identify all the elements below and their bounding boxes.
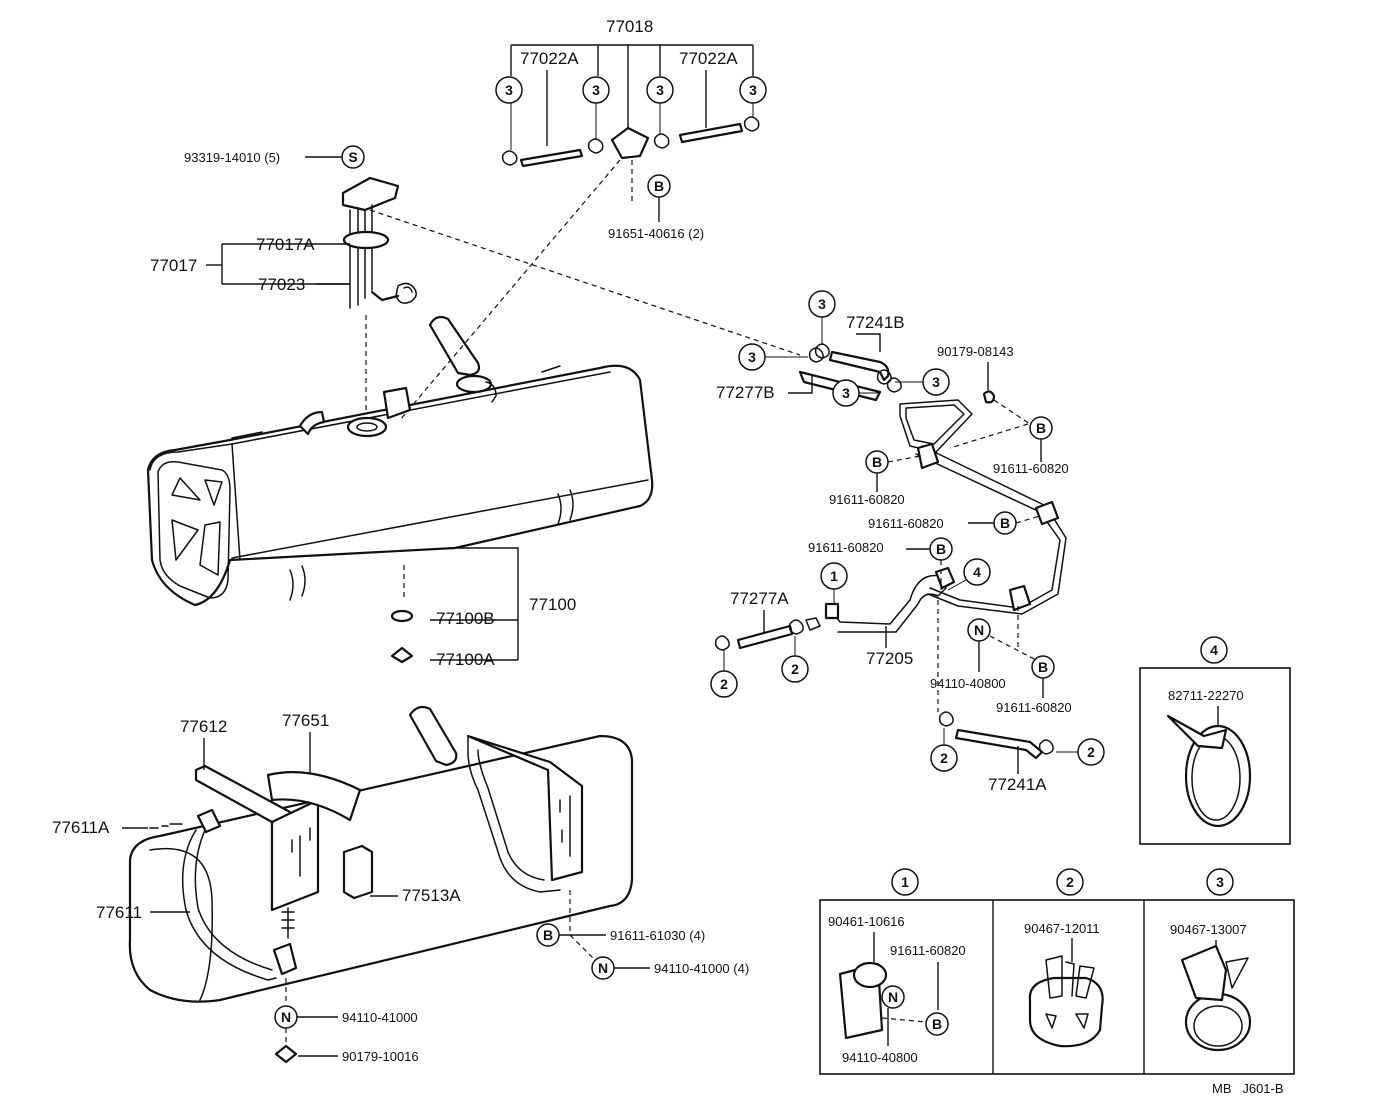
label-77100b: 77100B <box>436 609 495 628</box>
label-90179-10016: 90179-10016 <box>342 1049 419 1064</box>
svg-text:2: 2 <box>940 750 948 766</box>
fuel-tank-brackets <box>128 705 634 1003</box>
label-93319: 93319-14010 (5) <box>184 150 280 165</box>
label-91611-60820-a: 91611-60820 <box>993 461 1069 476</box>
svg-text:4: 4 <box>1210 642 1218 658</box>
fuel-sender-gauge: 93319-14010 (5) S 77017A 77017 77023 <box>150 145 417 420</box>
svg-text:N: N <box>598 960 608 976</box>
label-77017a: 77017A <box>256 235 315 254</box>
svg-text:B: B <box>932 1016 942 1032</box>
svg-text:N: N <box>888 989 898 1005</box>
circle-3-c <box>646 76 674 104</box>
label-77241a: 77241A <box>988 775 1047 794</box>
label-77277b: 77277B <box>716 383 775 402</box>
label-77612: 77612 <box>180 717 227 736</box>
label-77513a: 77513A <box>402 886 461 905</box>
svg-text:3: 3 <box>818 296 826 312</box>
label-91651: 91651-40616 (2) <box>608 226 704 241</box>
detail-box-4: 4 82711-22270 <box>1139 636 1291 845</box>
label-94110-40800: 94110-40800 <box>930 676 1006 691</box>
label-77100: 77100 <box>529 595 576 614</box>
label-90461-10616: 90461-10616 <box>828 914 905 929</box>
label-90467-13007: 90467-13007 <box>1170 922 1247 937</box>
bolt-91651: B 91651-40616 (2) <box>608 174 704 241</box>
svg-text:B: B <box>1036 420 1046 436</box>
label-90179-08143: 90179-08143 <box>937 344 1014 359</box>
svg-text:2: 2 <box>720 676 728 692</box>
circle-3-b <box>582 76 610 104</box>
svg-text:1: 1 <box>830 568 838 584</box>
label-91611-60820-d: 91611-60820 <box>808 540 884 555</box>
label-91611-60820-c: 91611-60820 <box>868 516 944 531</box>
label-box1-94110-40800: 94110-40800 <box>842 1050 918 1065</box>
label-box1-91611-60820: 91611-60820 <box>890 943 966 958</box>
svg-text:N: N <box>281 1009 291 1025</box>
label-91611-61030: 91611-61030 (4) <box>610 928 705 943</box>
svg-text:B: B <box>872 454 882 470</box>
svg-text:4: 4 <box>973 564 981 580</box>
svg-text:B: B <box>543 927 553 943</box>
svg-text:1: 1 <box>901 874 909 890</box>
label-77022a-right: 77022A <box>679 49 738 68</box>
svg-text:3: 3 <box>505 82 513 98</box>
label-94110-41000: 94110-41000 <box>342 1010 418 1025</box>
label-77023: 77023 <box>258 275 305 294</box>
svg-text:2: 2 <box>791 661 799 677</box>
svg-text:B: B <box>936 541 946 557</box>
label-82711-22270: 82711-22270 <box>1168 688 1244 703</box>
svg-text:2: 2 <box>1087 744 1095 760</box>
label-77611: 77611 <box>96 903 142 922</box>
label-77277a: 77277A <box>730 589 789 608</box>
svg-text:S: S <box>348 149 357 165</box>
svg-text:3: 3 <box>592 82 600 98</box>
circle-3-a <box>495 76 523 104</box>
svg-text:N: N <box>974 622 984 638</box>
svg-text:B: B <box>654 178 664 194</box>
vent-hose-assembly: 77018 77022A 77022A <box>501 17 760 205</box>
svg-text:B: B <box>1038 659 1048 675</box>
svg-text:3: 3 <box>656 82 664 98</box>
svg-text:3: 3 <box>748 349 756 365</box>
label-77022a-left: 77022A <box>520 49 579 68</box>
svg-text:B: B <box>1000 515 1010 531</box>
label-91611-60820-b: 91611-60820 <box>829 492 905 507</box>
label-77651: 77651 <box>282 711 329 730</box>
label-77018: 77018 <box>606 17 653 36</box>
label-91611-60820-e: 91611-60820 <box>996 700 1072 715</box>
svg-text:3: 3 <box>749 82 757 98</box>
pipe-fastener-labels: 90179-08143 B 91611-60820 B 91611-60820 … <box>710 344 1105 794</box>
label-77241b: 77241B <box>846 313 905 332</box>
fuel-pipe-assembly: 3 77241B 3 77277B 3 3 <box>714 290 1067 760</box>
label-77611a: 77611A <box>52 818 110 837</box>
clip-marker-3-row: 3 3 3 3 <box>495 76 767 104</box>
circle-3-d <box>739 76 767 104</box>
detail-boxes-1-2-3: 1 2 3 90461-10616 91611-60820 N B 94110-… <box>819 868 1295 1075</box>
fuel-tank-main: 77100 77100B 77100A <box>146 159 801 669</box>
label-77017: 77017 <box>150 256 197 275</box>
bracket-labels: 77612 77651 77611A 77611 77513A B 91611-… <box>52 711 749 1064</box>
label-77100a: 77100A <box>436 650 495 669</box>
svg-text:2: 2 <box>1066 874 1074 890</box>
footer-reference: MB J601-B <box>1212 1081 1284 1096</box>
label-77205: 77205 <box>866 649 913 668</box>
label-94110-41000-4: 94110-41000 (4) <box>654 961 749 976</box>
svg-text:3: 3 <box>1216 874 1224 890</box>
svg-text:3: 3 <box>842 385 850 401</box>
svg-text:3: 3 <box>932 374 940 390</box>
label-90467-12011: 90467-12011 <box>1024 921 1100 936</box>
